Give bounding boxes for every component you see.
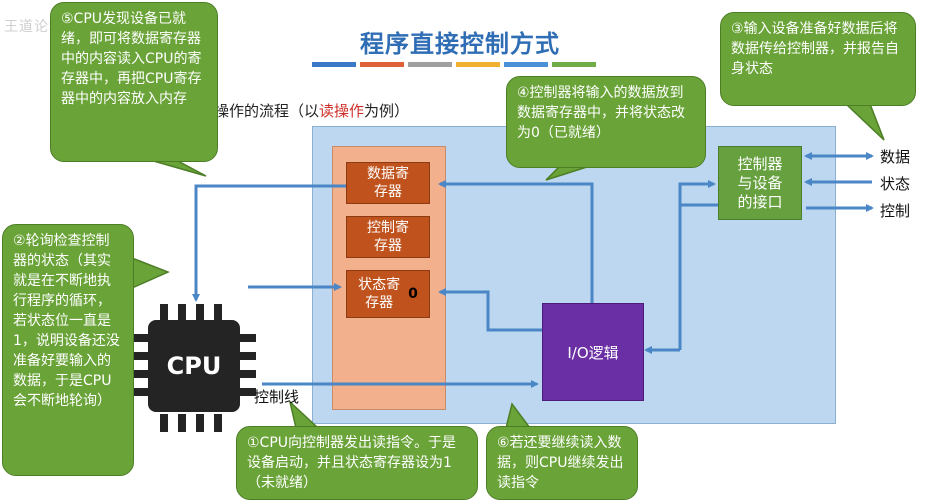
callout-step-4: ④控制器将输入的数据放到数据寄存器中，并将状态改为0（已就绪）	[506, 76, 706, 168]
signal-data-label: 数据	[880, 148, 911, 166]
callout-step-3: ③输入设备准备好数据后将数据传给控制器，并报告自身状态	[720, 12, 916, 106]
callout-3-pointer	[844, 103, 885, 141]
io-logic-block: I/O逻辑	[542, 303, 644, 401]
callout-4-pointer	[545, 165, 591, 181]
signal-control-label: 控制	[880, 202, 911, 220]
flow-label-suffix: 为例）	[364, 102, 410, 120]
cpu-pins-icon	[132, 304, 256, 432]
data-register: 数据寄 存器	[346, 162, 430, 204]
signal-status-label: 状态	[880, 175, 911, 193]
callout-5-pointer	[149, 159, 207, 177]
title-color-bar-segment	[504, 62, 548, 67]
control-register: 控制寄 存器	[346, 216, 430, 258]
title-color-bar-segment	[552, 62, 596, 67]
status-register-value: 0	[408, 286, 418, 302]
iologic-to-data-arrow	[438, 180, 594, 303]
callout-2-pointer	[131, 256, 170, 290]
page-title: 程序直接控制方式	[360, 30, 560, 58]
iologic-to-status-arrow	[438, 288, 542, 332]
title-color-bar-segment	[456, 62, 500, 67]
title-color-bar-segment	[360, 62, 404, 67]
cpu-label: CPU	[148, 320, 240, 412]
device-interface-label: 控制器 与设备 的接口	[737, 154, 783, 211]
control-line-label: 控制线	[254, 388, 300, 406]
iologic-to-interface-arrow	[678, 180, 716, 350]
cpu-chip: CPU	[128, 300, 260, 436]
io-logic-label: I/O逻辑	[567, 343, 619, 362]
flow-label-highlight: 读操作	[319, 102, 365, 120]
title-color-bar-segment	[312, 62, 356, 67]
callout-step-2: ②轮询检查控制器的状态（其实就是在不断地执行程序的循环，若状态位一直是1，说明设…	[2, 224, 134, 476]
callout-step-6: ⑥若还要继续读入数据，则CPU继续发出读指令	[486, 426, 638, 500]
flow-label: 操作的流程（以读操作为例）	[214, 100, 409, 121]
device-interface-block: 控制器 与设备 的接口	[718, 146, 802, 220]
control-register-label: 控制寄 存器	[367, 220, 409, 254]
watermark-text: 王道论坛	[4, 19, 64, 35]
callout-6-pointer	[505, 402, 532, 429]
status-register-label: 状态寄 存器	[358, 277, 401, 311]
flow-label-prefix: 操作的流程（以	[214, 102, 320, 120]
title-color-bar-segment	[408, 62, 452, 67]
data-register-label: 数据寄 存器	[367, 166, 409, 200]
callout-step-1: ①CPU向控制器发出读指令。于是设备启动，并且状态寄存器设为1（未就绪）	[236, 426, 478, 500]
callout-step-5: ⑤CPU发现设备已就绪，即可将数据寄存器中的内容读入CPU的寄存器中，再把CPU…	[50, 2, 218, 162]
status-register: 状态寄 存器 0	[346, 270, 430, 318]
data-to-cpu-arrow	[192, 184, 346, 302]
